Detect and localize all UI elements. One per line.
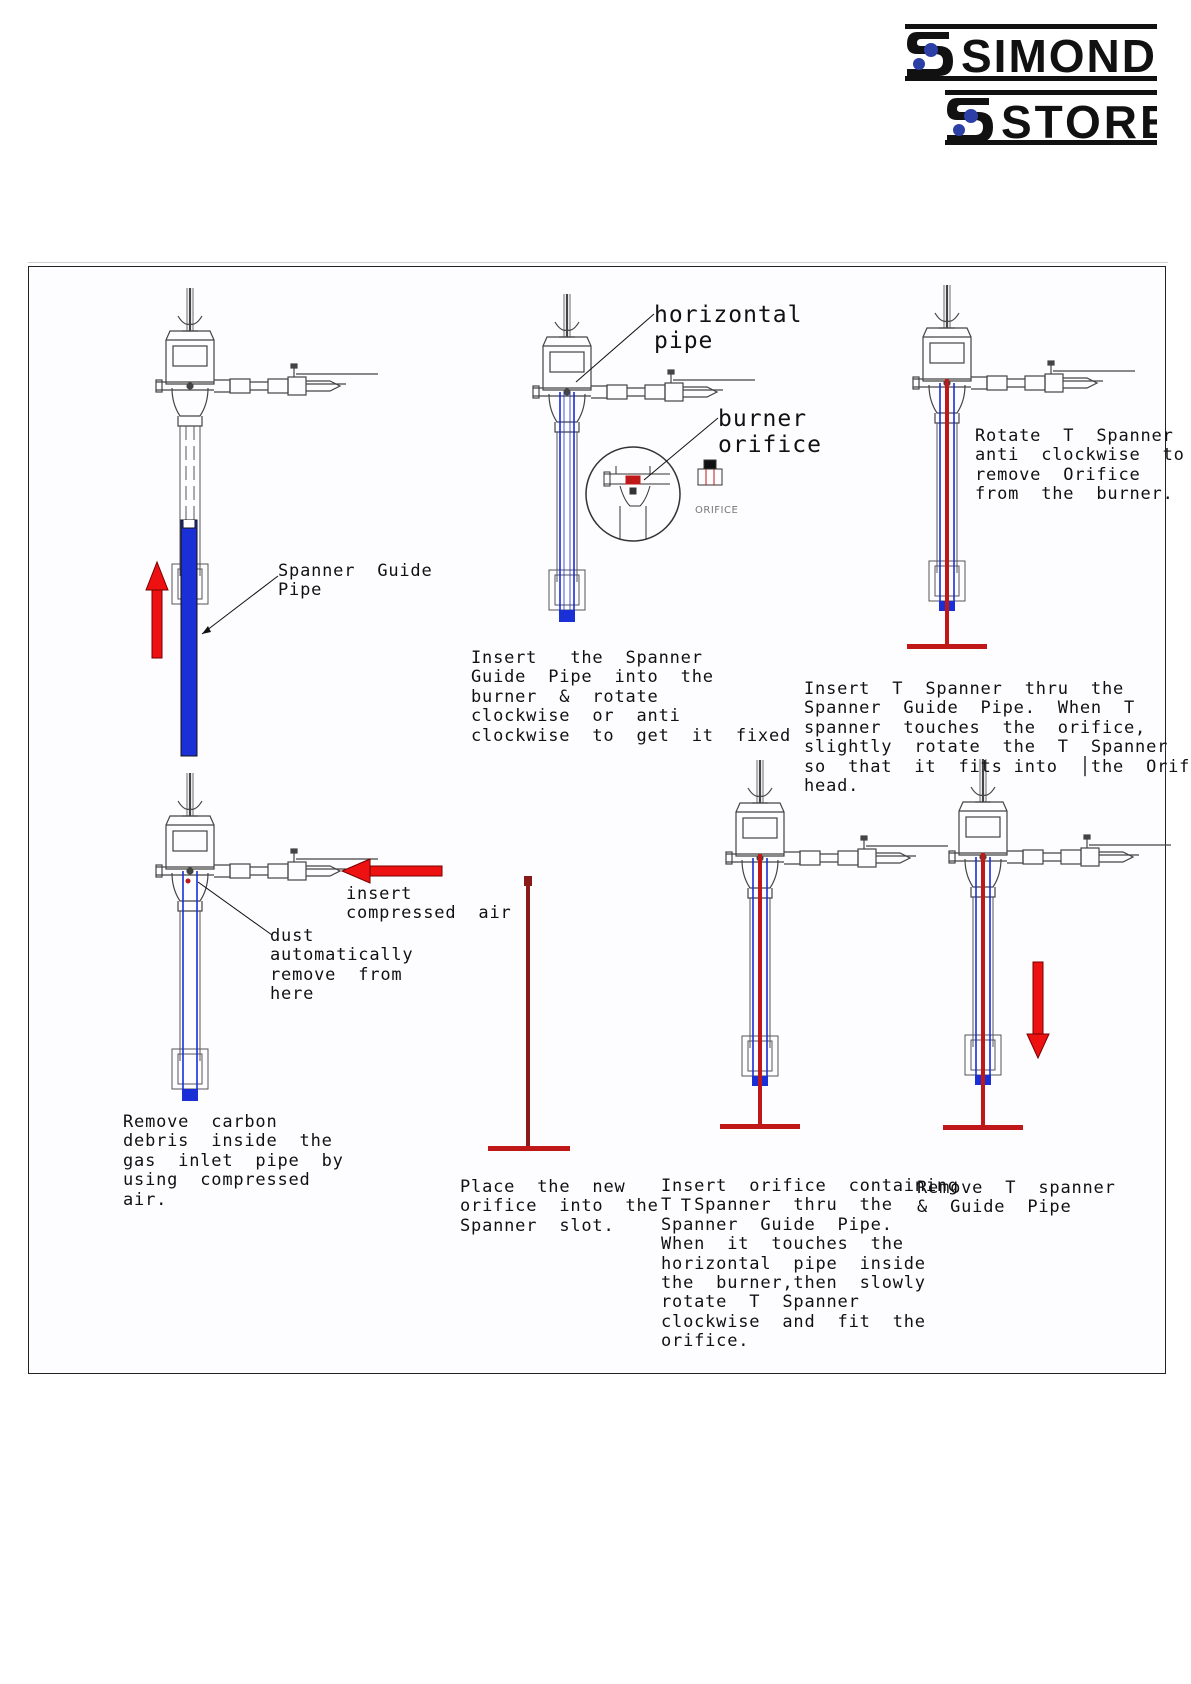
label-burner-orifice: burner orifice	[718, 406, 822, 458]
label-dust: dust automatically remove from here	[270, 926, 414, 1005]
caption-step-4: Insert T Spanner thru the Spanner Guide …	[804, 679, 1191, 797]
label-insert-air: insert compressed air	[346, 884, 512, 924]
caption-step-3: Rotate T Spanner anti clockwise to remov…	[975, 426, 1185, 505]
top-rule	[28, 262, 1168, 263]
t-spanner	[488, 876, 570, 1151]
s-mark-icon	[907, 32, 953, 76]
orifice-icon	[697, 459, 723, 486]
orifice-detail-magnifier	[585, 446, 681, 542]
caption-step-6: Place the new orifice into the T Spanner…	[460, 1177, 692, 1236]
diagram-frame	[28, 266, 1166, 1374]
logo-line1: SIMOND	[961, 30, 1157, 82]
caption-step-7: Insert orifice containing T Spanner thru…	[661, 1176, 959, 1352]
arrow-left-icon	[340, 858, 443, 884]
label-spanner-guide-pipe: Spanner Guide Pipe	[278, 561, 433, 601]
logo-line2: STORE	[1001, 96, 1157, 148]
caption-step-2: Insert the Spanner Guide Pipe into the b…	[471, 648, 792, 746]
label-horizontal-pipe: horizontal pipe	[654, 302, 803, 354]
caption-step-8: Remove T spanner & Guide Pipe	[917, 1178, 1116, 1218]
spanner-guide-pipe	[180, 519, 198, 757]
simond-store-logo: SIMOND STORE	[905, 24, 1157, 148]
caption-step-5: Remove carbon debris inside the gas inle…	[123, 1112, 344, 1210]
s-mark-icon	[947, 98, 993, 142]
arrow-down-icon	[1026, 961, 1050, 1060]
label-orifice-small: ORIFICE	[695, 505, 739, 516]
arrow-up-icon	[145, 560, 169, 659]
